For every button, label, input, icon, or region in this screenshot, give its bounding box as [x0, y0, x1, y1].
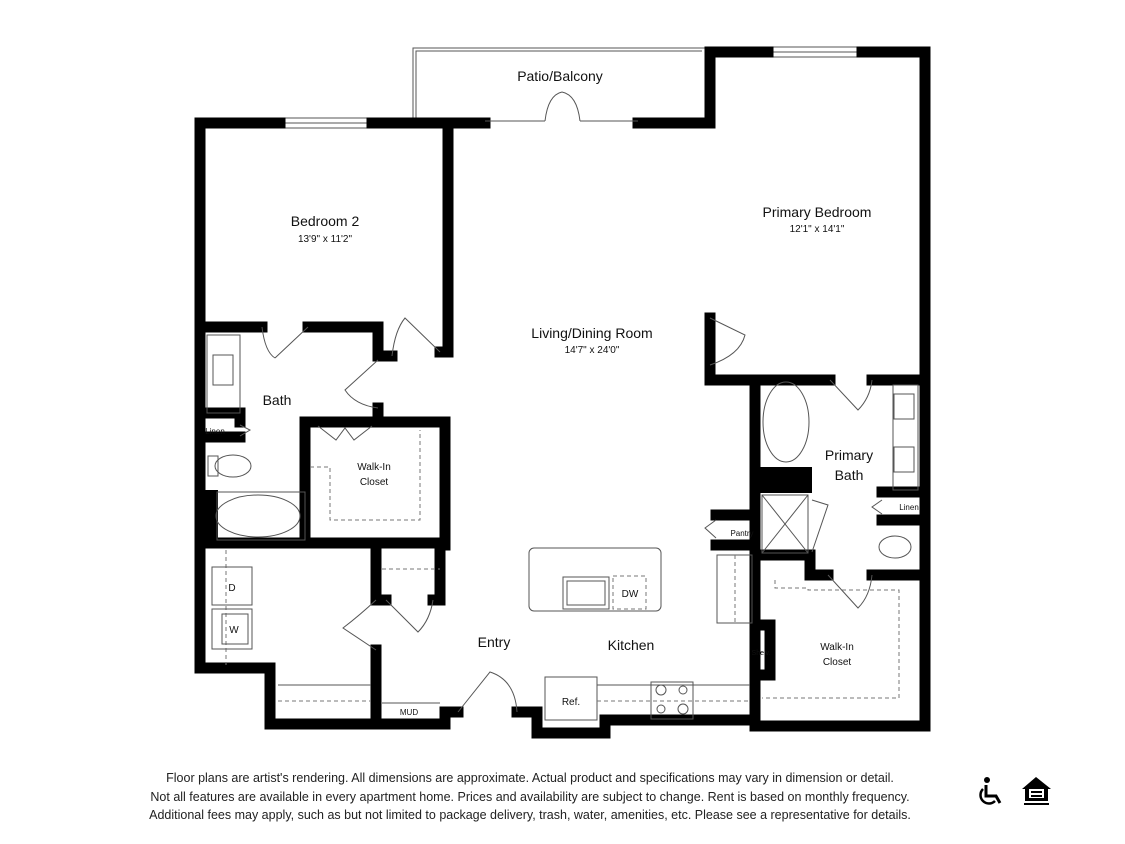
label-dryer: D	[228, 583, 235, 594]
room-labels: Patio/Balcony Bedroom 2 13'9" x 11'2" Pr…	[205, 68, 919, 717]
label-fridge: Ref.	[562, 697, 580, 708]
equal-housing-opportunity-icon	[1022, 777, 1051, 805]
label-patio: Patio/Balcony	[517, 68, 603, 84]
label-living: Living/Dining Room	[531, 325, 652, 341]
label-linen-left: Linen	[205, 427, 225, 436]
interior-walls	[194, 117, 931, 728]
label-bath: Bath	[263, 392, 292, 408]
label-washer: W	[229, 625, 239, 636]
label-primary-bath-2: Bath	[835, 467, 864, 483]
bathtub-primary	[762, 381, 810, 463]
dims-primary-bedroom: 12'1" x 14'1"	[790, 224, 845, 235]
patio-outline	[412, 47, 706, 123]
toilet-primary	[878, 535, 912, 559]
label-walkin-right-1: Walk-In	[820, 642, 854, 653]
stove	[650, 681, 694, 720]
toilet-left	[214, 454, 252, 478]
label-walkin-right-2: Closet	[823, 657, 852, 668]
exterior-walls	[194, 46, 931, 739]
disclaimer: Floor plans are artist's rendering. All …	[60, 769, 1000, 825]
label-shelves: Shelv.	[752, 650, 771, 657]
windows	[279, 46, 863, 129]
label-bedroom2: Bedroom 2	[291, 213, 360, 229]
label-primary-bedroom: Primary Bedroom	[763, 204, 872, 220]
interior-doors[interactable]	[239, 317, 883, 713]
label-dishwasher: DW	[622, 589, 639, 600]
dims-bedroom2: 13'9" x 11'2"	[298, 234, 353, 245]
label-entry: Entry	[478, 634, 511, 650]
label-kitchen: Kitchen	[608, 637, 655, 653]
disclaimer-line: Additional fees may apply, such as but n…	[149, 808, 911, 822]
dims-living: 14'7" x 24'0"	[565, 345, 620, 356]
fixtures	[206, 334, 919, 721]
bathtub-left	[215, 494, 301, 538]
label-linen-right: Linen	[899, 503, 919, 512]
label-walkin-left-1: Walk-In	[357, 462, 391, 473]
label-primary-bath-1: Primary	[825, 447, 873, 463]
disclaimer-line: Not all features are available in every …	[150, 789, 910, 804]
patio-door[interactable]	[485, 91, 638, 122]
shower	[761, 494, 809, 554]
disclaimer-line: Floor plans are artist's rendering. All …	[166, 771, 894, 785]
label-pantry: Pantry	[730, 529, 753, 538]
wheelchair-accessibility-icon	[979, 777, 1002, 805]
label-walkin-left-2: Closet	[360, 477, 389, 488]
label-mud: MUD	[400, 708, 418, 717]
